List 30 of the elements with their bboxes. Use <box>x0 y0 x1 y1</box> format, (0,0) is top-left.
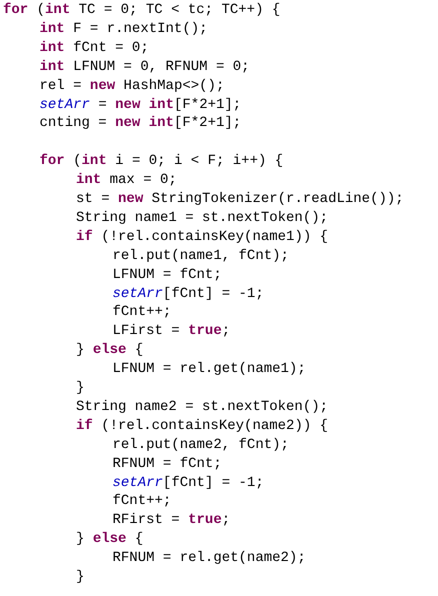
code-line: int max = 0; <box>76 171 177 190</box>
code-line: setArr[fCnt] = -1; <box>112 284 264 302</box>
code-line: String name1 = st.nextToken(); <box>76 208 328 227</box>
code-line: } else { <box>76 341 144 360</box>
code-line: rel.put(name2, fCnt); <box>112 436 289 454</box>
code-line: setArr[fCnt] = -1; <box>112 474 264 492</box>
code-line: RFNUM = fCnt; <box>112 454 222 473</box>
code-line: } else { <box>76 530 144 548</box>
code-line: LFNUM = fCnt; <box>112 266 222 284</box>
code-line: int fCnt = 0; <box>40 38 149 57</box>
code-line: } <box>76 379 84 397</box>
code-line: for (int TC = 0; TC < tc; TC++) { <box>3 1 280 19</box>
code-line: } <box>76 568 84 586</box>
code-line: LFNUM = rel.get(name1); <box>112 360 306 378</box>
code-line: int F = r.nextInt(); <box>40 20 208 38</box>
code-line: if (!rel.containsKey(name2)) { <box>76 416 328 435</box>
code-line: if (!rel.containsKey(name1)) { <box>76 228 328 246</box>
code-line: LFirst = true; <box>112 322 230 340</box>
code-line: for (int i = 0; i < F; i++) { <box>40 152 284 170</box>
code-line: RFNUM = rel.get(name2); <box>112 549 306 568</box>
code-line: fCnt++; <box>112 492 172 510</box>
code-line: cnting = new int[F*2+1]; <box>40 114 242 132</box>
code-line: RFirst = true; <box>112 511 230 530</box>
code-line: int LFNUM = 0, RFNUM = 0; <box>40 58 250 76</box>
code-line: String name2 = st.nextToken(); <box>76 398 328 416</box>
code-line: rel = new HashMap<>(); <box>40 76 224 95</box>
code-line: st = new StringTokenizer(r.readLine()); <box>76 190 404 208</box>
code-line: rel.put(name1, fCnt); <box>112 246 289 265</box>
code-line: fCnt++; <box>112 303 172 322</box>
code-line: setArr = new int[F*2+1]; <box>40 96 242 114</box>
